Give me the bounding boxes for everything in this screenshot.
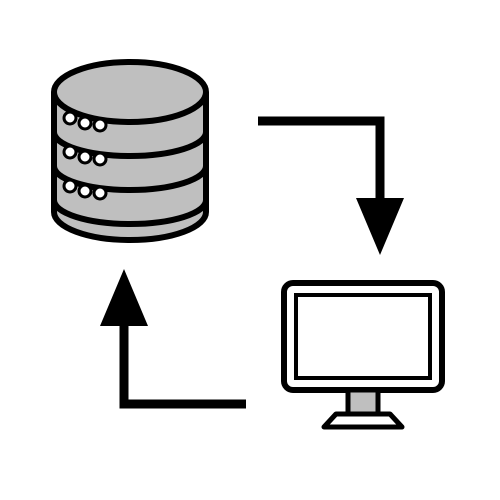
monitor-icon <box>281 280 445 430</box>
database-lights <box>62 110 108 201</box>
database-icon <box>51 59 209 243</box>
arrow-up-left-icon <box>100 269 246 409</box>
arrow-down-right-icon <box>258 116 404 255</box>
